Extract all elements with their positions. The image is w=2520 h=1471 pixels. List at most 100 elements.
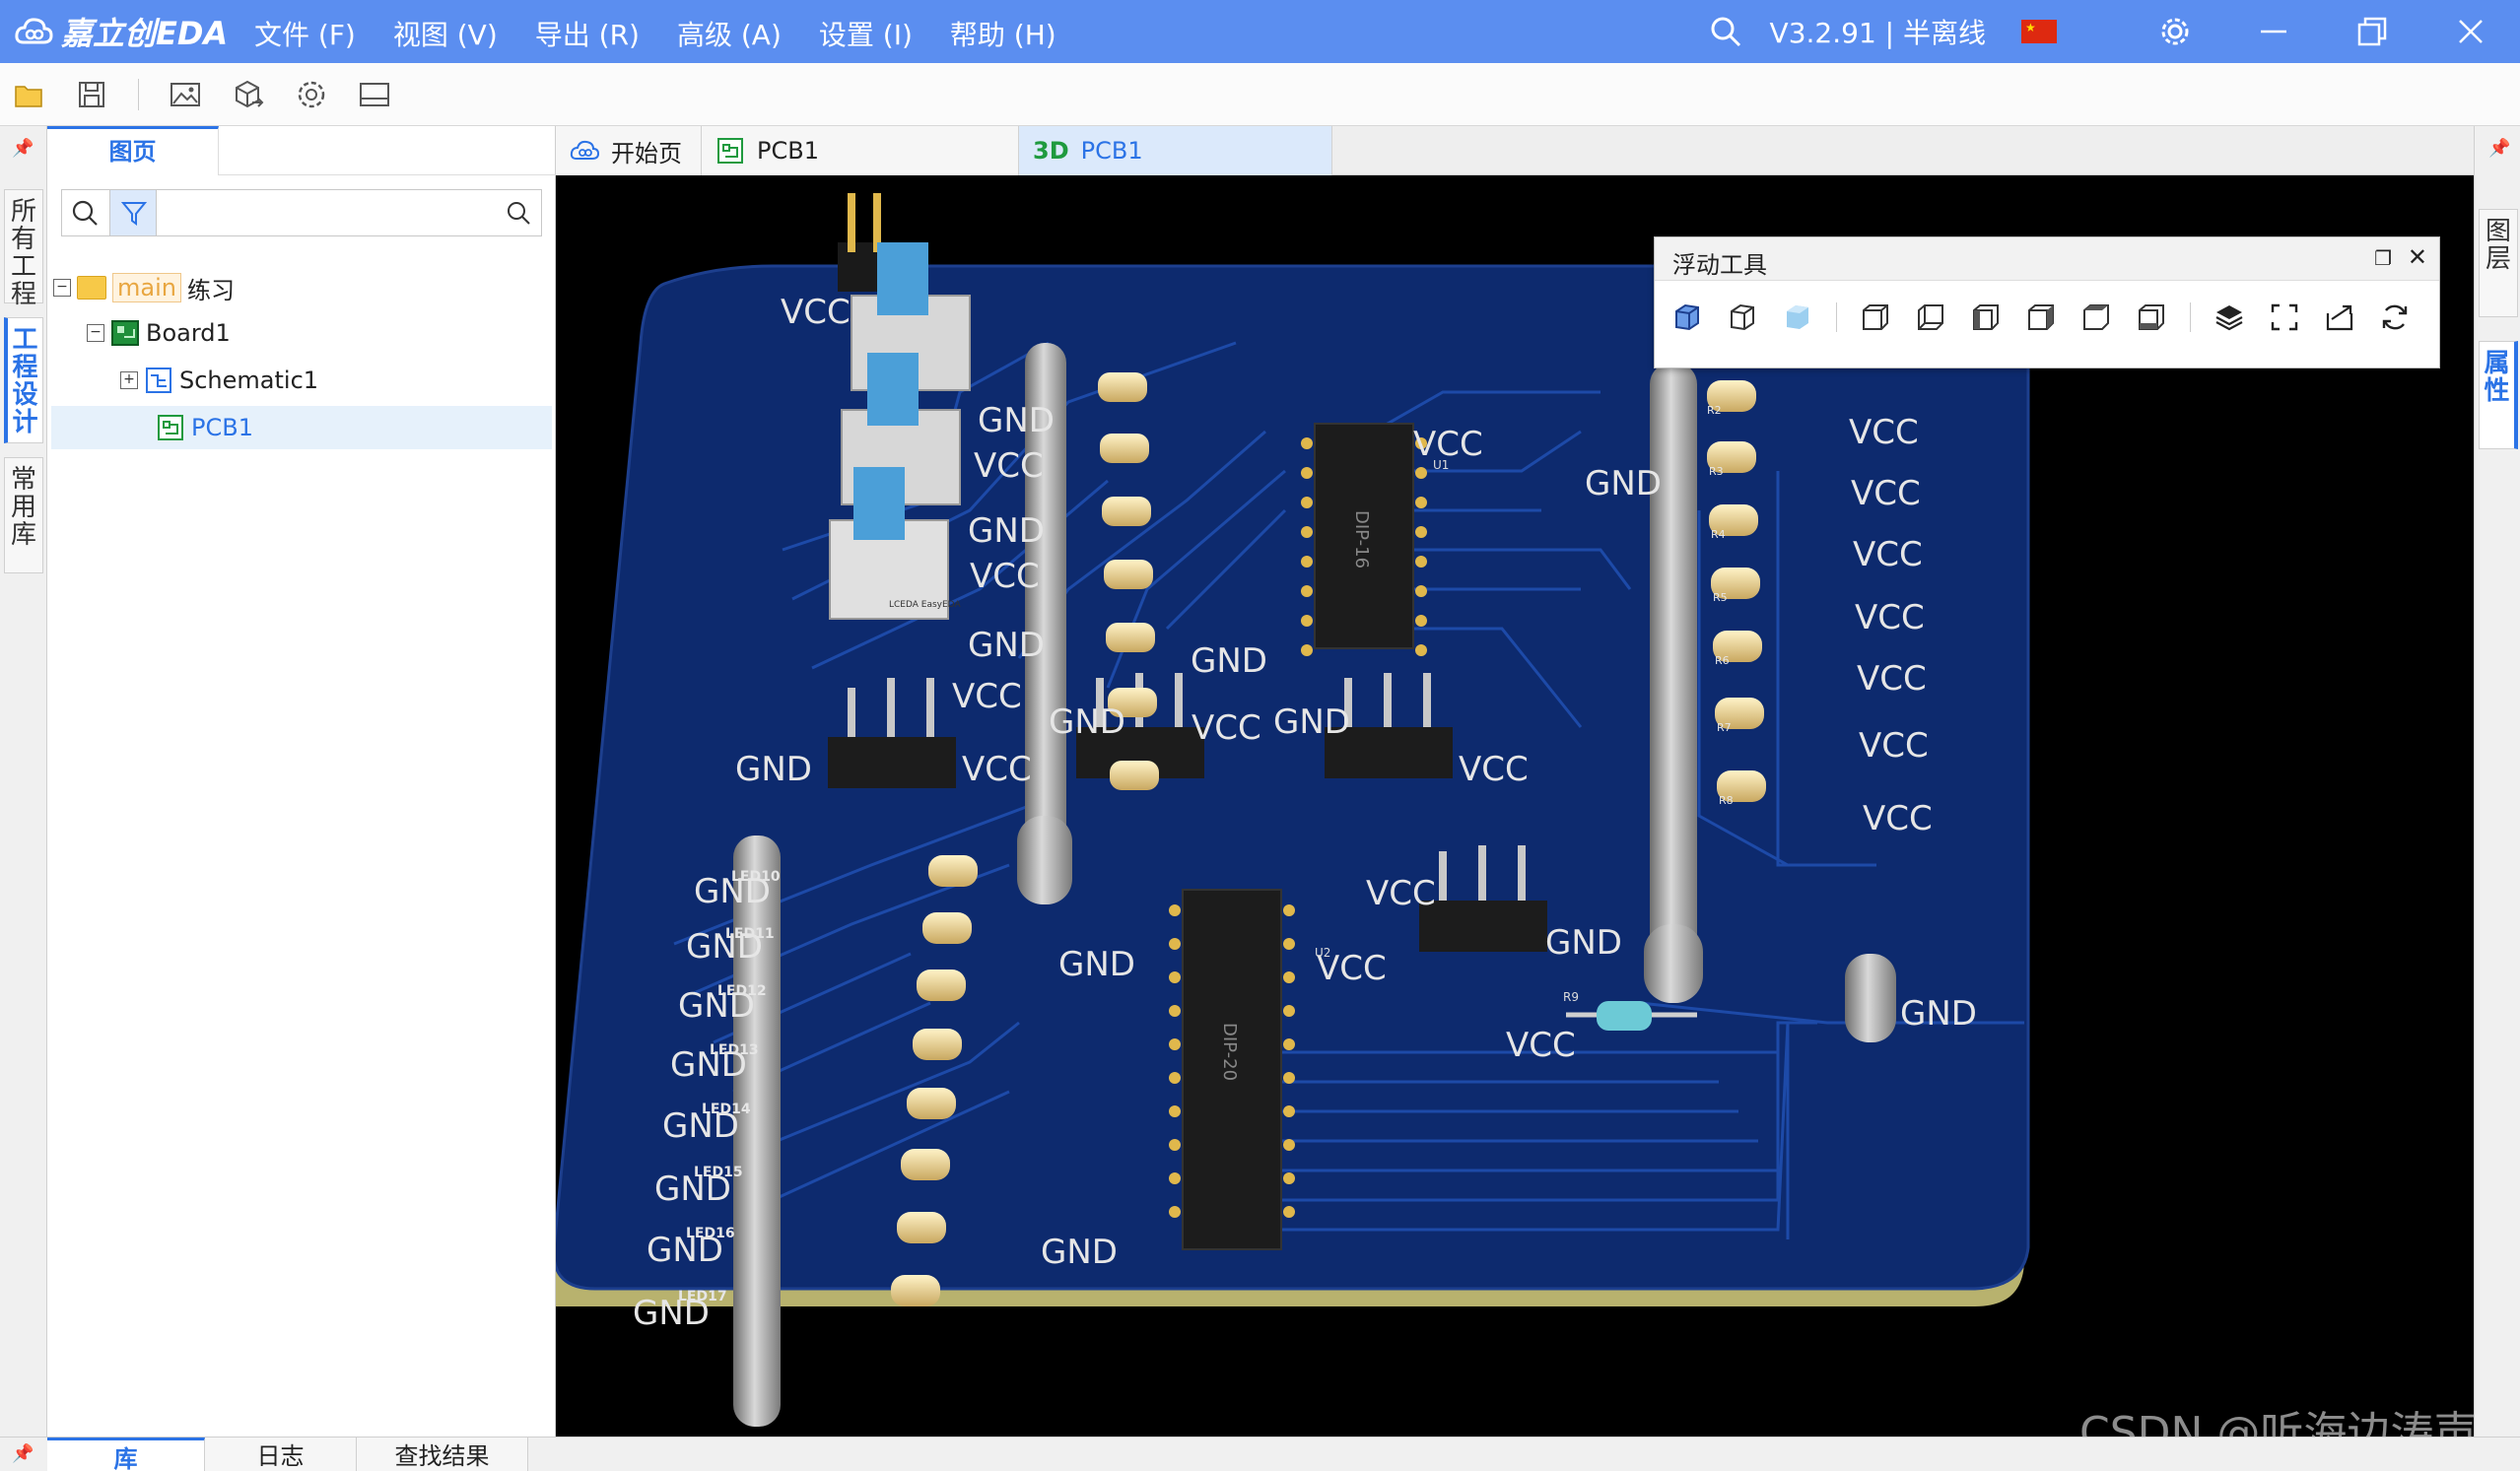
panel-toggle-button[interactable] xyxy=(358,78,391,111)
pin-icon[interactable]: 📌 xyxy=(12,138,34,159)
menu-file[interactable]: 文件 (F) xyxy=(254,19,356,51)
save-button[interactable] xyxy=(75,78,108,111)
view-bottom-button[interactable] xyxy=(2135,301,2168,334)
rotate-button[interactable] xyxy=(2378,301,2412,334)
vtab-common-library[interactable]: 常用库 xyxy=(4,457,43,573)
menu-advanced[interactable]: 高级 (A) xyxy=(676,19,782,51)
view-front-icon xyxy=(1863,304,1888,330)
image-export-button[interactable] xyxy=(169,78,202,111)
net-label-vcc: VCC xyxy=(1366,874,1436,913)
settings-gear-button[interactable] xyxy=(2126,0,2224,63)
button-brand-text: LCEDA EasyEDA xyxy=(889,600,961,610)
view-front-button[interactable] xyxy=(1859,301,1892,334)
tab-start-page[interactable]: 开始页 xyxy=(556,126,702,175)
image-icon xyxy=(170,82,200,106)
cube-solid-button[interactable] xyxy=(1670,301,1704,334)
3d-viewport[interactable]: LCEDA EasyEDA DIP-16 U1 DIP-20 U2 xyxy=(556,175,2474,1437)
vtab-layers[interactable]: 图层 xyxy=(2479,209,2518,317)
filter-button[interactable] xyxy=(109,190,157,235)
collapse-icon[interactable]: − xyxy=(87,324,104,342)
pcb-icon xyxy=(158,415,183,440)
fit-view-button[interactable] xyxy=(2268,301,2301,334)
floating-panel-header[interactable]: 浮动工具 ❐ ✕ xyxy=(1655,237,2439,281)
tree-pcb[interactable]: PCB1 xyxy=(51,406,552,449)
layers-button[interactable] xyxy=(2213,301,2246,334)
board-icon xyxy=(111,320,139,346)
open-folder-button[interactable] xyxy=(12,78,45,111)
ic-dip20: DIP-20 U2 xyxy=(1182,889,1330,1250)
china-flag-icon[interactable] xyxy=(2021,20,2057,43)
filter-icon xyxy=(120,202,148,226)
pin-icon[interactable]: 📌 xyxy=(2488,138,2511,159)
floating-tools-panel[interactable]: 浮动工具 ❐ ✕ xyxy=(1654,236,2440,368)
pcb-3d-render[interactable]: LCEDA EasyEDA DIP-16 U1 DIP-20 U2 xyxy=(556,175,2474,1437)
net-label-gnd: GND xyxy=(1058,945,1135,984)
settings-button[interactable] xyxy=(295,78,328,111)
tab-library[interactable]: 库 xyxy=(47,1438,205,1471)
designator-led12: LED12 xyxy=(717,983,767,999)
cloud-icon xyxy=(570,140,599,160)
ic-dip16: DIP-16 U1 xyxy=(1314,423,1449,649)
search-icon[interactable] xyxy=(70,198,100,228)
view-bottom-icon xyxy=(2139,304,2164,330)
net-label-vcc: VCC xyxy=(1317,949,1387,988)
view-top-icon xyxy=(2083,304,2109,330)
view-left-icon xyxy=(1973,304,1999,330)
tab-underline xyxy=(219,174,556,175)
restore-button[interactable] xyxy=(2323,0,2421,63)
minimize-icon xyxy=(2261,30,2286,33)
view-back-button[interactable] xyxy=(1914,301,1947,334)
project-name: 练习 xyxy=(186,276,235,304)
tree-board[interactable]: − Board1 xyxy=(87,311,231,355)
vtab-project-design[interactable]: 工程设计 xyxy=(4,317,43,443)
search-submit-icon[interactable] xyxy=(504,198,533,228)
close-icon[interactable]: ✕ xyxy=(2407,243,2427,271)
view-right-button[interactable] xyxy=(2024,301,2058,334)
export-button[interactable] xyxy=(2323,301,2356,334)
designator-r6: R6 xyxy=(1715,654,1730,667)
view-left-button[interactable] xyxy=(1969,301,2003,334)
net-label-vcc: VCC xyxy=(974,446,1044,486)
cube-wire-button[interactable] xyxy=(1726,301,1759,334)
vtab-properties[interactable]: 属性 xyxy=(2479,341,2518,449)
fit-view-icon xyxy=(2271,303,2298,331)
restore-icon[interactable]: ❐ xyxy=(2374,246,2392,270)
close-button[interactable] xyxy=(2421,0,2520,63)
net-label-gnd: GND xyxy=(1041,1233,1118,1272)
search-icon[interactable] xyxy=(1709,15,1742,48)
designator-r5: R5 xyxy=(1713,591,1728,604)
net-label-vcc: VCC xyxy=(1853,535,1923,574)
net-label-gnd: GND xyxy=(1273,702,1350,742)
menu-settings[interactable]: 设置 (I) xyxy=(818,19,913,51)
menu-export[interactable]: 导出 (R) xyxy=(534,19,640,51)
tab-log[interactable]: 日志 xyxy=(205,1438,357,1471)
vtab-all-projects[interactable]: 所有工程 xyxy=(4,189,43,308)
cube-shaded-button[interactable] xyxy=(1781,301,1814,334)
net-label-gnd: GND xyxy=(1585,464,1662,503)
menu-help[interactable]: 帮助 (H) xyxy=(949,19,1056,51)
pin-icon[interactable]: 📌 xyxy=(12,1443,34,1464)
menu-view[interactable]: 视图 (V) xyxy=(392,19,498,51)
net-label-gnd: GND xyxy=(662,1106,739,1146)
cube-shaded-icon xyxy=(1787,305,1808,329)
cube-export-icon xyxy=(236,80,264,107)
net-label-gnd: GND xyxy=(686,927,763,967)
tab-3d-pcb1[interactable]: 3D PCB1 xyxy=(1019,126,1332,175)
minimize-button[interactable] xyxy=(2224,0,2323,63)
collapse-icon[interactable]: − xyxy=(53,279,71,297)
designator-r7: R7 xyxy=(1717,721,1732,734)
tree-project[interactable]: − main 练习 xyxy=(53,266,235,309)
resistor-designators: R2 R3 R4 R5 R6 R7 R8 xyxy=(1707,404,1734,807)
view-back-icon xyxy=(1918,304,1943,330)
tab-search-results[interactable]: 查找结果 xyxy=(357,1438,528,1471)
tab-pcb1[interactable]: PCB1 xyxy=(702,126,1019,175)
gear-icon xyxy=(2161,18,2189,45)
tree-search-input[interactable] xyxy=(161,194,486,232)
cube-export-button[interactable] xyxy=(232,78,265,111)
app-name: 嘉立创EDA xyxy=(61,15,229,52)
expand-icon[interactable]: + xyxy=(120,371,138,389)
tab-pages[interactable]: 图页 xyxy=(47,126,219,175)
schematic-name: Schematic1 xyxy=(179,367,319,394)
view-top-button[interactable] xyxy=(2079,301,2113,334)
tree-schematic[interactable]: + Schematic1 xyxy=(120,359,318,402)
